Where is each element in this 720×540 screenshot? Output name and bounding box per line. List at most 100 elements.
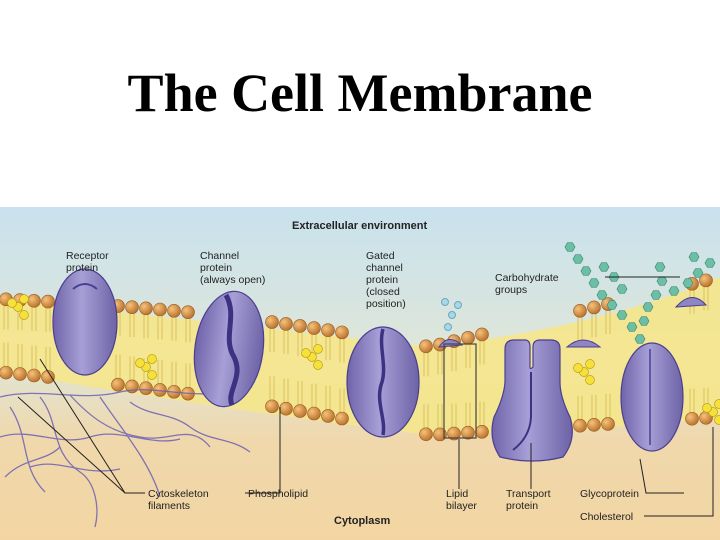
label-phospholipid: Phospholipid [248, 488, 308, 500]
phospholipid-head [335, 411, 349, 426]
phospholipid-head [419, 427, 433, 442]
phospholipid-head [419, 339, 433, 354]
phospholipid-head [41, 294, 55, 309]
label-extracellular: Extracellular environment [292, 220, 427, 232]
cholesterol-ring [301, 348, 311, 358]
cholesterol-ring [7, 298, 17, 308]
carbohydrate-unit [642, 302, 654, 312]
carbohydrate-unit [638, 316, 650, 326]
carbohydrate-unit [682, 278, 694, 288]
carbohydrate-unit [441, 298, 449, 306]
carbohydrate-unit [692, 268, 704, 278]
phospholipid-head [139, 381, 153, 395]
phospholipid-head [139, 301, 153, 316]
cholesterol-ring [313, 360, 323, 370]
label-gated-channel-protein: Gated channel protein (closed position) [366, 250, 406, 310]
label-channel-protein: Channel protein (always open) [200, 250, 265, 286]
label-cholesterol: Cholesterol [580, 511, 633, 523]
label-transport-protein: Transport protein [506, 488, 553, 512]
channel-protein [193, 290, 265, 408]
phospholipid-head [111, 377, 125, 392]
cell-membrane-diagram: Extracellular environment Cytoplasm Rece… [0, 207, 720, 540]
phospholipid-head [461, 331, 475, 345]
phospholipid-head [181, 305, 195, 319]
carbohydrate-unit [564, 242, 576, 252]
carbohydrate-unit [616, 310, 628, 320]
carbohydrate-unit [598, 262, 610, 272]
carbohydrate-unit [656, 276, 668, 286]
phospholipid-head [447, 426, 461, 441]
phospholipid-head [0, 365, 13, 380]
cholesterol-ring [147, 370, 157, 380]
carbohydrate-unit [572, 254, 584, 264]
cholesterol-ring [313, 344, 323, 354]
carbohydrate-unit [616, 284, 628, 294]
phospholipid-head [601, 417, 615, 431]
phospholipid-head [307, 321, 321, 335]
cholesterol-molecules [7, 294, 720, 425]
phospholipid-head [307, 406, 321, 421]
carbohydrate-unit [688, 252, 700, 262]
carbohydrate-groups [441, 242, 716, 344]
peripheral-protein-3 [674, 297, 708, 308]
carbohydrate-unit [626, 322, 638, 332]
phospholipid-head [153, 302, 167, 317]
phospholipid-head [321, 323, 335, 337]
phospholipid-head [293, 319, 307, 333]
phospholipid-head [587, 418, 601, 432]
lipid-tails [3, 286, 709, 429]
phospholipid-head [475, 327, 489, 342]
carbohydrate-unit [444, 323, 452, 331]
transport-protein [491, 339, 573, 462]
phospholipid-head [475, 424, 489, 439]
slide-title: The Cell Membrane [127, 63, 593, 123]
cholesterol-ring [714, 415, 720, 425]
carbohydrate-unit [634, 334, 646, 344]
phospholipid-head [13, 367, 27, 381]
peripheral-protein-2 [565, 339, 602, 348]
carbohydrate-unit [596, 290, 608, 300]
phospholipid-head [685, 411, 699, 426]
phospholipid-head [125, 300, 139, 314]
phospholipid-head [699, 273, 713, 288]
phospholipid-head [279, 401, 293, 416]
phospholipid-head [335, 325, 349, 340]
cholesterol-ring [585, 375, 595, 385]
label-glycoprotein: Glycoprotein [580, 488, 639, 500]
label-receptor-protein: Receptor protein [66, 250, 112, 274]
carbohydrate-unit [654, 262, 666, 272]
gated-channel-protein [346, 326, 420, 438]
carbohydrate-unit [448, 311, 456, 319]
phospholipid-head [265, 315, 279, 329]
phospholipid-head [573, 303, 587, 318]
cholesterol-ring [702, 403, 712, 413]
label-carbohydrate-groups: Carbohydrate groups [495, 272, 562, 296]
phospholipid-head [293, 404, 307, 418]
phospholipid-heads-outer [0, 273, 713, 354]
label-cytoplasm: Cytoplasm [334, 515, 390, 527]
cholesterol-ring [585, 359, 595, 369]
carbohydrate-unit [606, 300, 618, 310]
glycoprotein [620, 342, 684, 452]
carbohydrate-unit [454, 301, 462, 309]
cholesterol-ring [573, 363, 583, 373]
phospholipid-head [27, 368, 41, 383]
carbohydrate-unit [704, 258, 716, 268]
cholesterol-ring [19, 310, 29, 320]
lipid-bilayer-box [443, 343, 477, 439]
carbohydrate-unit [588, 278, 600, 288]
phospholipid-head [321, 409, 335, 423]
phospholipid-head [167, 303, 181, 318]
phospholipid-head [573, 418, 587, 433]
cholesterol-ring [714, 399, 720, 409]
phospholipid-head [433, 427, 447, 442]
label-lipid-bilayer: Lipid bilayer [446, 488, 477, 512]
carbohydrate-unit [650, 290, 662, 300]
phospholipid-head [265, 399, 279, 414]
cholesterol-ring [147, 354, 157, 364]
phospholipid-head [27, 294, 41, 308]
carbohydrate-unit [580, 266, 592, 276]
receptor-protein [52, 268, 118, 376]
phospholipid-head [587, 300, 601, 315]
cholesterol-ring [19, 294, 29, 304]
